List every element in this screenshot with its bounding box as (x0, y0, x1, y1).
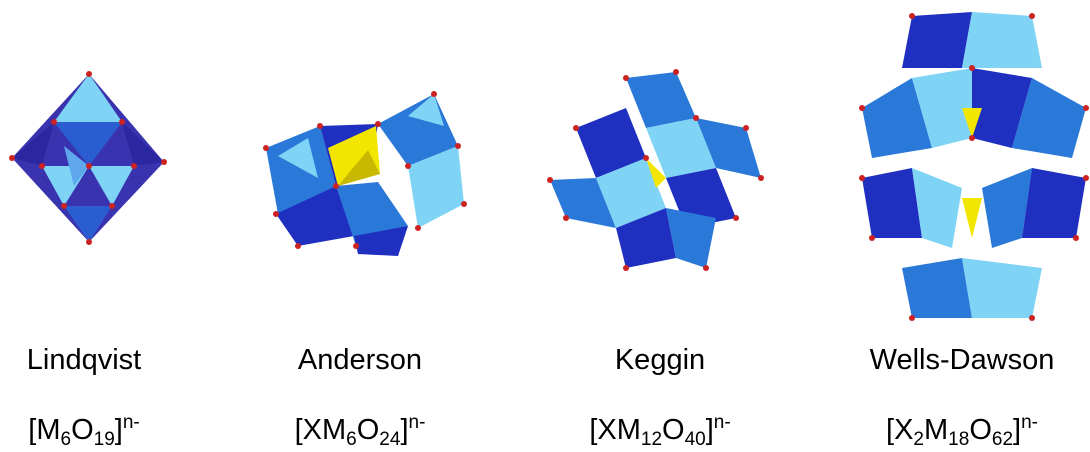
keggin-structure-image (546, 68, 766, 278)
anderson-structure-image (258, 86, 468, 256)
anderson-name: Anderson (297, 344, 423, 376)
keggin-name: Keggin (614, 344, 706, 376)
keggin-formula: [XM12O40]n- (589, 412, 731, 450)
lindqvist-formula: [M6O19]n- (28, 412, 140, 450)
lindqvist-structure-image (4, 66, 169, 251)
wells-dawson-name: Wells-Dawson (869, 344, 1055, 376)
wells-dawson-formula: [X2M18O62]n- (886, 412, 1038, 450)
wells-dawson-structure-image (852, 8, 1090, 328)
lindqvist-name: Lindqvist (26, 344, 142, 376)
anderson-formula: [XM6O24]n- (294, 412, 426, 450)
